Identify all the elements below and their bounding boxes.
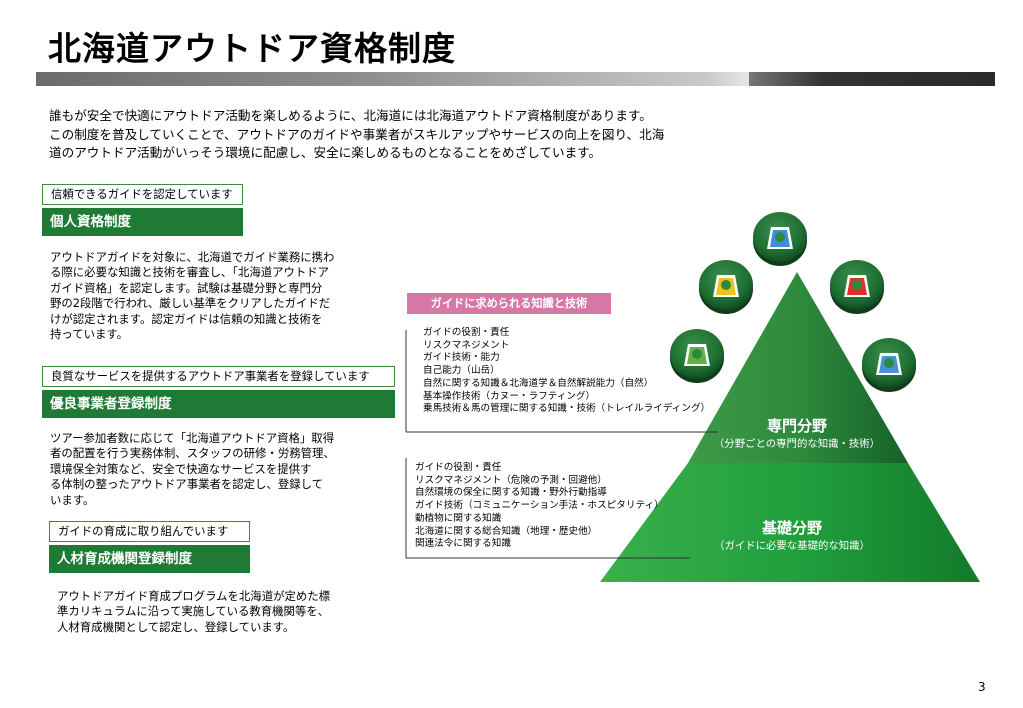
section-label-operator: 良質なサービスを提供するアウトドア事業者を登録しています (42, 366, 395, 387)
description-line: アウトドアガイドを対象に、北海道でガイド業務に携わ (50, 250, 335, 264)
list-item: 自己能力（山岳） (423, 365, 500, 377)
list-item: 基本操作技術（カヌー・ラフティング） (423, 390, 596, 402)
description-line: る体制の整ったアウトドア事業者を認定し、登録して (50, 477, 324, 492)
section-label-personal: 信頼できるガイドを認定しています (42, 184, 243, 205)
specialty-title: 専門分野 (767, 417, 827, 435)
description-line: ツアー参加者数に応じて「北海道アウトドア資格」取得 (50, 431, 335, 445)
basic-subtitle: （ガイドに必要な基礎的な知識） (714, 539, 870, 552)
description-line: る際に必要な知識と技術を審査し、「北海道アウトドア (50, 265, 330, 280)
description-line: います。 (50, 492, 95, 507)
list-item: リスクマネジメント (423, 339, 510, 351)
description-line: 者の配置を行う実務体制、スタッフの研修・労務管理、 (50, 446, 335, 461)
description-line: 準カリキュラムに沿って実施している教育機関等を、 (57, 604, 330, 619)
section-label-training: ガイドの育成に取り組んでいます (49, 521, 250, 542)
badge-disk-lower-right (862, 338, 916, 392)
section-heading-personal: 個人資格制度 (42, 208, 243, 236)
section-description-training: アウトドアガイド育成プログラムを北海道が定めた標 準カリキュラムに沿って実施して… (57, 589, 330, 635)
list-item: ガイド技術（コミュニケーション手法・ホスピタリティ） (415, 500, 664, 512)
basic-items-list: ガイドの役割・責任 リスクマネジメント（危険の予測・回避他） 自然環境の保全に関… (415, 462, 664, 551)
specialty-subtitle: （分野ごとの専門的な知識・技術） (714, 437, 880, 450)
description-line: けが認定されます。認定ガイドは信頼の知識と技術を (50, 311, 323, 326)
badge-disk-upper-left (699, 260, 753, 314)
title-underline-dark (749, 72, 995, 86)
intro-line: この制度を普及していくことで、アウトドアのガイドや事業者がスキルアップやサービス… (49, 126, 665, 142)
page-title: 北海道アウトドア資格制度 (48, 29, 456, 68)
intro-line: 道のアウトドア活動がいっそう環境に配慮し、安全に楽しめるものとなることをめざして… (49, 145, 602, 161)
list-item: リスクマネジメント（危険の予測・回避他） (415, 474, 607, 486)
section-description-personal: アウトドアガイドを対象に、北海道でガイド業務に携わ る際に必要な知識と技術を審査… (50, 250, 334, 342)
basic-title: 基礎分野 (761, 519, 822, 537)
badge-disk-top (753, 212, 807, 266)
list-item: ガイドの役割・責任 (423, 327, 510, 338)
description-line: 持っています。 (50, 327, 129, 342)
list-item: ガイドの役割・責任 (415, 462, 502, 473)
badge-disk-upper-right (830, 260, 884, 314)
page-number: 3 (978, 680, 986, 694)
description-line: 人材育成機関として認定し、登録しています。 (57, 619, 295, 634)
knowledge-skills-tag: ガイドに求められる知識と技術 (407, 293, 611, 314)
list-item: 動植物に関する知識 (415, 512, 502, 524)
description-line: アウトドアガイド育成プログラムを北海道が定めた標 (57, 589, 331, 603)
list-item: 自然環境の保全に関する知識・野外行動指導 (415, 487, 607, 499)
badge-disk-lower-left (670, 329, 724, 383)
section-description-operator: ツアー参加者数に応じて「北海道アウトドア資格」取得 者の配置を行う実務体制、スタ… (50, 431, 335, 508)
intro-line: 誰もが安全で快適にアウトドア活動を楽しめるように、北海道には北海道アウトドア資格… (49, 108, 652, 123)
description-line: 環境保全対策など、安全で快適なサービスを提供す (50, 461, 312, 476)
section-heading-operator: 優良事業者登録制度 (42, 390, 395, 418)
pyramid-basic-layer (600, 463, 980, 582)
description-line: ガイド資格」を認定します。試験は基礎分野と専門分 (50, 280, 323, 295)
specialty-items-list: ガイドの役割・責任 リスクマネジメント ガイド技術・能力 自己能力（山岳） 自然… (423, 327, 710, 416)
description-line: 野の2段階で行われ、厳しい基準をクリアしたガイドだ (50, 296, 331, 311)
section-heading-training: 人材育成機関登録制度 (49, 545, 250, 573)
pyramid-specialty-layer (688, 272, 908, 463)
title-underline-bar (36, 72, 995, 86)
list-item: 乗馬技術＆馬の管理に関する知識・技術（トレイルライディング） (423, 403, 711, 415)
list-item: 北海道に関する総合知識（地理・歴史他） (415, 525, 598, 537)
list-item: 自然に関する知識＆北海道学＆自然解説能力（自然） (423, 377, 654, 389)
list-item: 関連法令に関する知識 (415, 538, 511, 550)
list-item: ガイド技術・能力 (423, 352, 500, 364)
intro-paragraph: 誰もが安全で快適にアウトドア活動を楽しめるように、北海道には北海道アウトドア資格… (49, 107, 769, 163)
